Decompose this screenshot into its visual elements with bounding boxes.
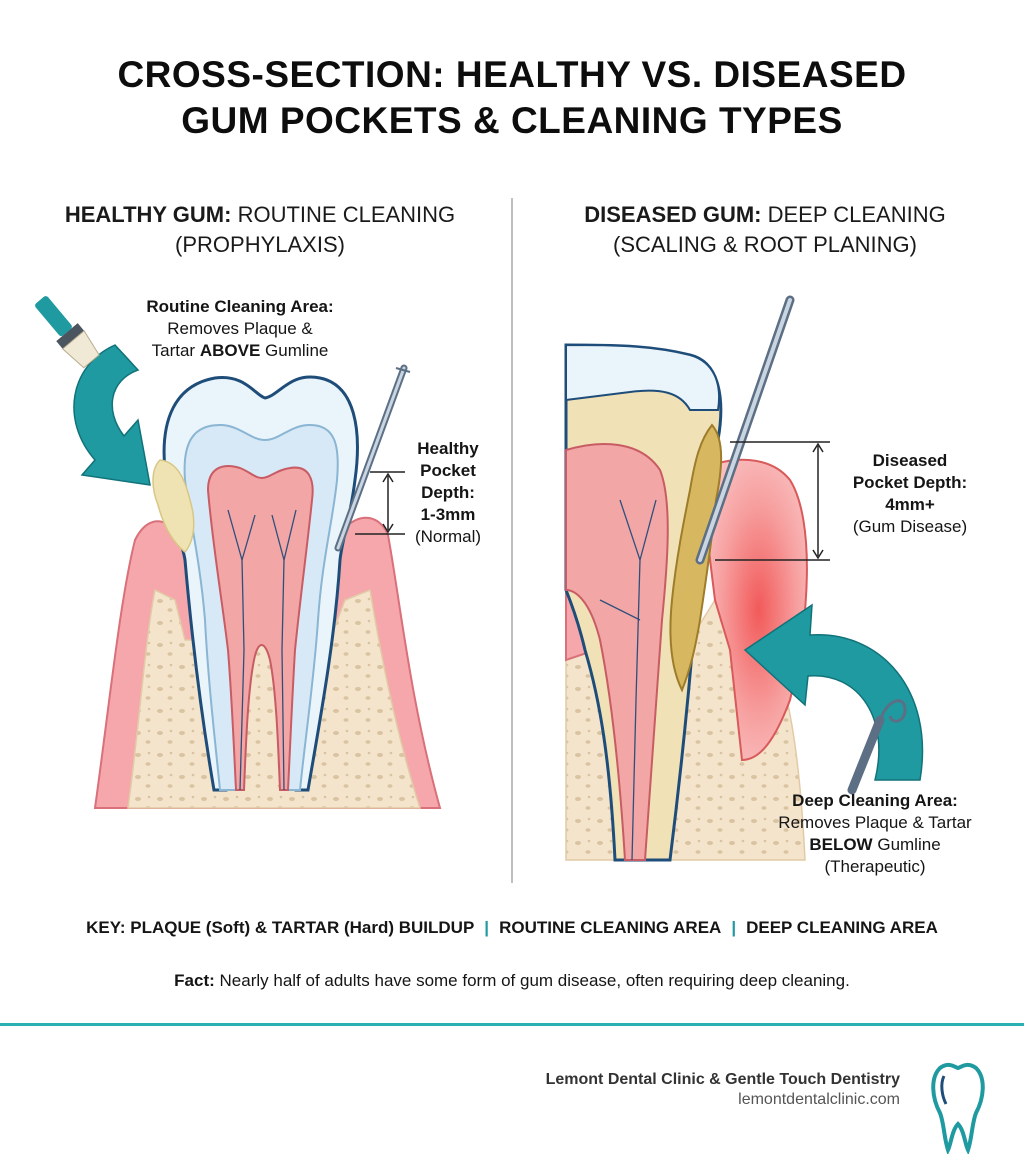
clinic-name: Lemont Dental Clinic & Gentle Touch Dent…	[545, 1071, 900, 1088]
key-separator: |	[484, 918, 490, 937]
deep-area-line2: Removes Plaque & Tartar	[778, 813, 972, 832]
probe-icon	[334, 364, 411, 552]
diseased-depth-line1: Diseased	[872, 451, 948, 470]
fact-label: Fact:	[174, 971, 215, 990]
routine-area-line3-post: Gumline	[265, 341, 329, 360]
curved-arrow-icon	[73, 344, 151, 486]
routine-cleaning-area-label: Routine Cleaning Area: Removes Plaque & …	[110, 296, 370, 362]
healthy-depth-bracket	[355, 471, 405, 535]
fact-line: Fact: Nearly half of adults have some fo…	[0, 971, 1024, 991]
title-line-2: GUM POCKETS & CLEANING TYPES	[181, 100, 843, 141]
legend-key: KEY: PLAQUE (Soft) & TARTAR (Hard) BUILD…	[0, 918, 1024, 938]
fact-text: Nearly half of adults have some form of …	[219, 971, 850, 990]
deep-area-title: Deep Cleaning Area:	[792, 791, 958, 810]
diseased-heading-bold: DISEASED GUM:	[584, 202, 762, 227]
footer: Lemont Dental Clinic & Gentle Touch Dent…	[546, 1070, 900, 1110]
diseased-depth-line3: 4mm+	[885, 495, 935, 514]
deep-cleaning-area-label: Deep Cleaning Area: Removes Plaque & Tar…	[735, 790, 1015, 878]
healthy-depth-line3: Depth:	[421, 483, 475, 502]
diseased-heading-rest: DEEP CLEANING	[767, 202, 946, 227]
key-item-buildup: KEY: PLAQUE (Soft) & TARTAR (Hard) BUILD…	[86, 918, 475, 937]
healthy-panel-heading: HEALTHY GUM: ROUTINE CLEANING (PROPHYLAX…	[25, 200, 495, 260]
diseased-nerves	[599, 499, 657, 861]
diseased-enamel	[565, 343, 720, 411]
healthy-nerves	[227, 509, 297, 791]
clinic-url[interactable]: lemontdentalclinic.com	[738, 1091, 900, 1108]
brush-icon	[35, 296, 100, 369]
panel-divider	[511, 198, 513, 883]
routine-area-line3-bold: ABOVE	[199, 341, 261, 360]
deep-area-line3-bold: BELOW	[809, 835, 873, 854]
diseased-panel-heading: DISEASED GUM: DEEP CLEANING (SCALING & R…	[530, 200, 1000, 260]
key-item-routine: ROUTINE CLEANING AREA	[499, 918, 722, 937]
deep-area-line3-post: Gumline	[877, 835, 941, 854]
healthy-tooth-diagram	[35, 296, 442, 809]
deep-area-line4: (Therapeutic)	[824, 857, 926, 876]
footer-divider	[0, 1023, 1024, 1026]
routine-area-line3-pre: Tartar	[151, 341, 196, 360]
routine-area-title: Routine Cleaning Area:	[146, 297, 334, 316]
scaler-icon	[847, 699, 907, 795]
page-title: CROSS-SECTION: HEALTHY VS. DISEASED GUM …	[0, 52, 1024, 144]
healthy-heading-line2: (PROPHYLAXIS)	[175, 232, 345, 257]
diseased-heading-line2: (SCALING & ROOT PLANING)	[613, 232, 917, 257]
key-item-deep: DEEP CLEANING AREA	[746, 918, 938, 937]
routine-area-line2: Removes Plaque &	[167, 319, 313, 338]
diseased-pocket-depth-label: Diseased Pocket Depth: 4mm+ (Gum Disease…	[825, 450, 995, 538]
healthy-heading-bold: HEALTHY GUM:	[64, 202, 232, 227]
diseased-depth-line2: Pocket Depth:	[852, 473, 968, 492]
diseased-depth-line4: (Gum Disease)	[852, 517, 968, 536]
healthy-depth-line1: Healthy	[417, 439, 479, 458]
diseased-pulp	[565, 443, 669, 861]
healthy-pocket-depth-label: Healthy Pocket Depth: 1-3mm (Normal)	[400, 438, 496, 548]
title-line-1: CROSS-SECTION: HEALTHY VS. DISEASED	[117, 54, 907, 95]
diseased-depth-bracket	[715, 441, 830, 561]
diseased-tooth-diagram	[564, 295, 924, 862]
healthy-heading-rest: ROUTINE CLEANING	[237, 202, 456, 227]
healthy-plaque-deposit	[152, 459, 195, 554]
key-separator: |	[731, 918, 737, 937]
healthy-depth-line2: Pocket	[420, 461, 476, 480]
healthy-depth-line5: (Normal)	[414, 527, 482, 546]
healthy-depth-line4: 1-3mm	[420, 505, 476, 524]
scaler-instrument	[695, 295, 795, 565]
tooth-logo-icon	[931, 1062, 985, 1154]
